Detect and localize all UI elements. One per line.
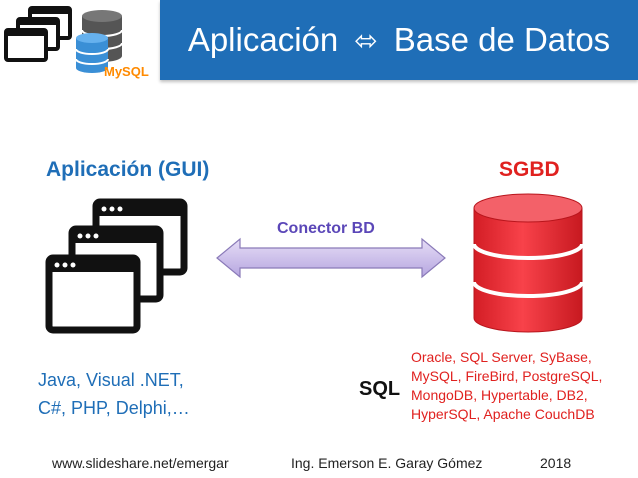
title-left: Aplicación (187, 21, 339, 58)
dbms-product-line: HyperSQL, Apache CouchDB (411, 406, 595, 422)
dbms-product-line: MongoDB, Hypertable, DB2, (411, 387, 588, 403)
logo-badge: MySQL (104, 64, 149, 79)
double-arrow-icon (216, 237, 446, 279)
footer-year: 2018 (540, 455, 572, 471)
dbms-products: Oracle, SQL Server, SyBase, MySQL, FireB… (411, 348, 602, 424)
page-title: Aplicación ⬄ Base de Datos (160, 0, 638, 80)
title-right: Base de Datos (393, 21, 611, 58)
bidirectional-arrow-icon: ⬄ (354, 24, 378, 56)
sql-label: SQL (359, 378, 401, 400)
footer-author: Ing. Emerson E. Garay Gómez (291, 455, 483, 471)
connector-label: Conector BD (277, 220, 375, 237)
dbms-product-line: MySQL, FireBird, PostgreSQL, (411, 368, 603, 384)
app-languages-line-1: Java, Visual .NET, (38, 370, 184, 390)
app-heading: Aplicación (GUI) (46, 158, 210, 181)
dbms-heading: SGBD (499, 158, 560, 181)
logo-database-icon (75, 10, 123, 73)
footer-url: www.slideshare.net/emergar (52, 455, 229, 471)
logo-icon (4, 6, 123, 73)
windows-stack-icon (45, 198, 188, 334)
app-languages: Java, Visual .NET, C#, PHP, Delphi,… (38, 368, 190, 420)
database-cylinder-icon (472, 193, 584, 333)
header-bar (160, 0, 638, 80)
app-languages-line-2: C#, PHP, Delphi,… (38, 398, 190, 418)
dbms-product-line: Oracle, SQL Server, SyBase, (411, 349, 592, 365)
